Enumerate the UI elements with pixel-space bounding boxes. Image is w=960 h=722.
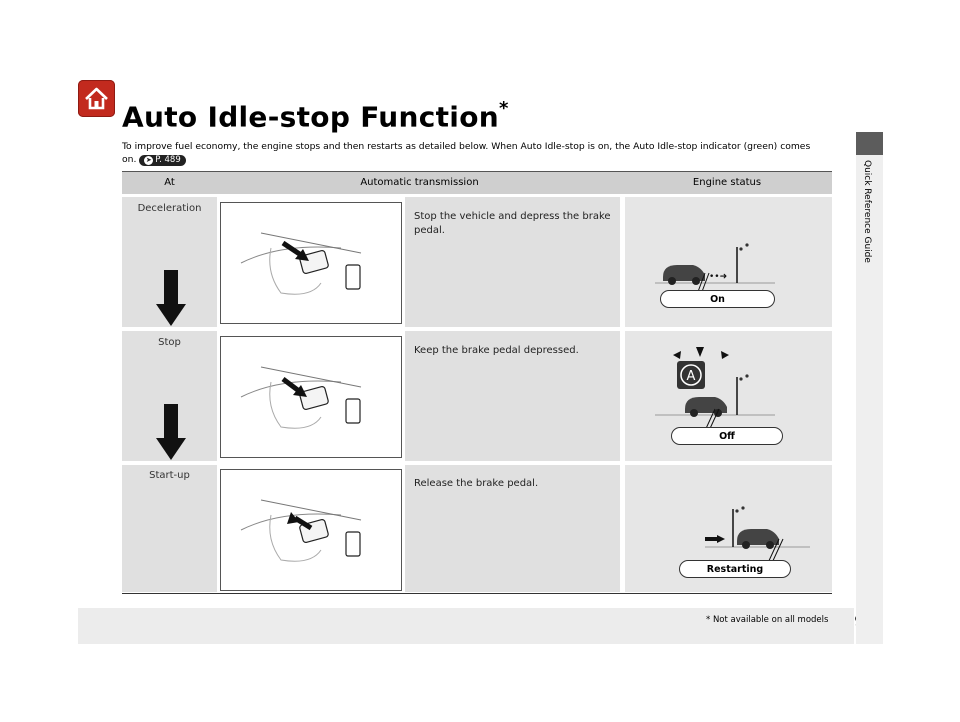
brake-pedal-icon bbox=[240, 499, 362, 562]
table-cell bbox=[405, 331, 620, 461]
intro-body: To improve fuel economy, the engine stop… bbox=[122, 141, 811, 165]
home-button[interactable] bbox=[78, 80, 115, 117]
side-tab-label: Quick Reference Guide bbox=[862, 160, 872, 263]
car-icon: ••➜ bbox=[655, 243, 775, 285]
status-badge-off: Off bbox=[671, 427, 783, 445]
title-text: Auto Idle-stop Function bbox=[122, 100, 499, 134]
arrow-down-icon bbox=[156, 270, 186, 326]
car-icon bbox=[655, 374, 775, 417]
engine-status-panel: A Off bbox=[625, 331, 832, 461]
table-bottom-rule bbox=[122, 593, 832, 594]
brake-pedal-icon bbox=[240, 232, 362, 295]
table-cell bbox=[405, 197, 620, 327]
column-header-engine-status: Engine status bbox=[622, 172, 832, 194]
svg-text:A: A bbox=[687, 369, 696, 384]
footer-band bbox=[78, 608, 854, 644]
row-label-start-up: Start-up bbox=[149, 470, 190, 481]
brake-pedal-icon bbox=[240, 366, 362, 429]
table-top-rule bbox=[122, 171, 832, 172]
engine-status-panel: Restarting bbox=[625, 465, 832, 592]
indicator-glow-icon bbox=[673, 347, 729, 359]
action-stop: Keep the brake pedal depressed. bbox=[414, 345, 579, 356]
arrow-down-icon bbox=[156, 404, 186, 460]
car-icon bbox=[705, 506, 810, 549]
column-header-at: At bbox=[122, 172, 217, 194]
intro-text: To improve fuel economy, the engine stop… bbox=[122, 140, 812, 166]
footnote: * Not available on all models bbox=[706, 615, 829, 625]
row-label-deceleration: Deceleration bbox=[137, 203, 202, 214]
status-badge-on: On bbox=[660, 290, 775, 308]
title-mark: * bbox=[498, 98, 509, 119]
action-deceleration: Stop the vehicle and depress the brake p… bbox=[414, 211, 611, 236]
page-reference-label: P. 489 bbox=[155, 155, 181, 165]
table-row bbox=[122, 465, 217, 592]
page-title: Auto Idle-stop Function* bbox=[122, 98, 509, 134]
page-reference-link[interactable]: ➤P. 489 bbox=[139, 155, 186, 166]
table-cell bbox=[405, 465, 620, 592]
brake-pedal-illustration bbox=[220, 202, 402, 324]
row-label-stop: Stop bbox=[158, 337, 181, 348]
side-tab-label-wrap: Quick Reference Guide bbox=[858, 160, 880, 280]
auto-idle-stop-indicator-icon: A bbox=[677, 361, 705, 389]
side-tab-marker bbox=[856, 132, 883, 155]
column-header-transmission: Automatic transmission bbox=[217, 172, 622, 194]
brake-pedal-illustration bbox=[220, 469, 402, 591]
action-start-up: Release the brake pedal. bbox=[414, 478, 539, 489]
engine-status-panel: ••➜ On bbox=[625, 197, 832, 327]
status-badge-restarting: Restarting bbox=[679, 560, 791, 578]
reference-arrow-icon: ➤ bbox=[144, 156, 154, 165]
brake-pedal-illustration bbox=[220, 336, 402, 458]
svg-text:••➜: ••➜ bbox=[709, 272, 727, 282]
home-icon bbox=[85, 87, 108, 110]
side-tab[interactable] bbox=[856, 132, 883, 644]
